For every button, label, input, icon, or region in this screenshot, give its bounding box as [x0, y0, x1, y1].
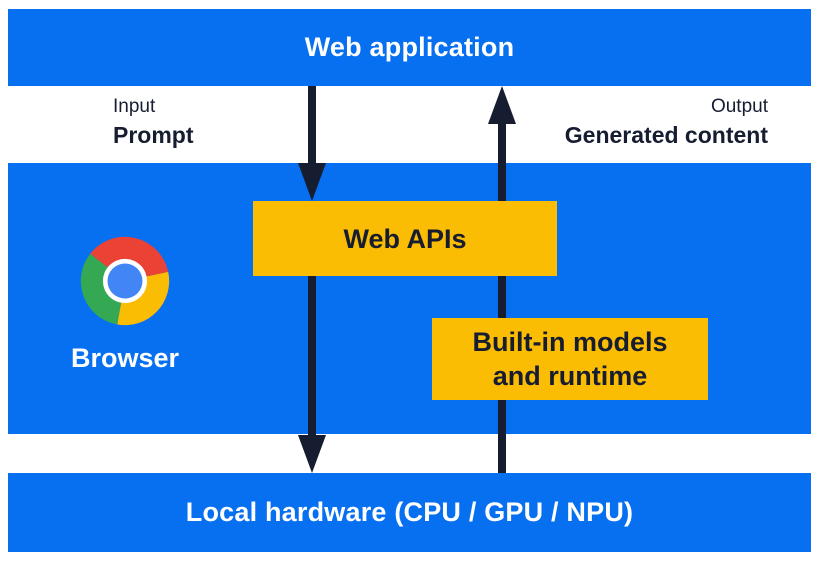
chrome-logo-svg [80, 236, 170, 326]
local-hardware-bar: Local hardware (CPU / GPU / NPU) [8, 473, 811, 552]
browser-label: Browser [70, 343, 180, 373]
web-application-label: Web application [304, 32, 515, 62]
built-in-models-label: Built-in models and runtime [472, 327, 668, 391]
input-value: Prompt [113, 121, 194, 148]
local-hardware-label: Local hardware (CPU / GPU / NPU) [185, 497, 634, 527]
input-prompt-label-group: Input Prompt [113, 96, 194, 149]
down-arrow-upper-line [308, 86, 316, 165]
down-arrow-upper-head-icon [298, 163, 326, 201]
input-caption: Input [113, 96, 156, 117]
output-generated-content-label-group: Output Generated content [565, 96, 768, 149]
up-arrow-line [498, 122, 506, 473]
chrome-icon [79, 235, 171, 327]
web-apis-box: Web APIs [253, 201, 557, 276]
up-arrow-head-icon [488, 86, 516, 124]
down-arrow-lower-line [308, 276, 316, 435]
web-apis-label: Web APIs [343, 223, 467, 254]
built-in-models-box: Built-in models and runtime [432, 318, 708, 400]
down-arrow-lower-head-icon [298, 435, 326, 473]
output-value: Generated content [564, 121, 768, 148]
output-caption: Output [710, 96, 768, 117]
web-application-bar: Web application [8, 9, 811, 86]
